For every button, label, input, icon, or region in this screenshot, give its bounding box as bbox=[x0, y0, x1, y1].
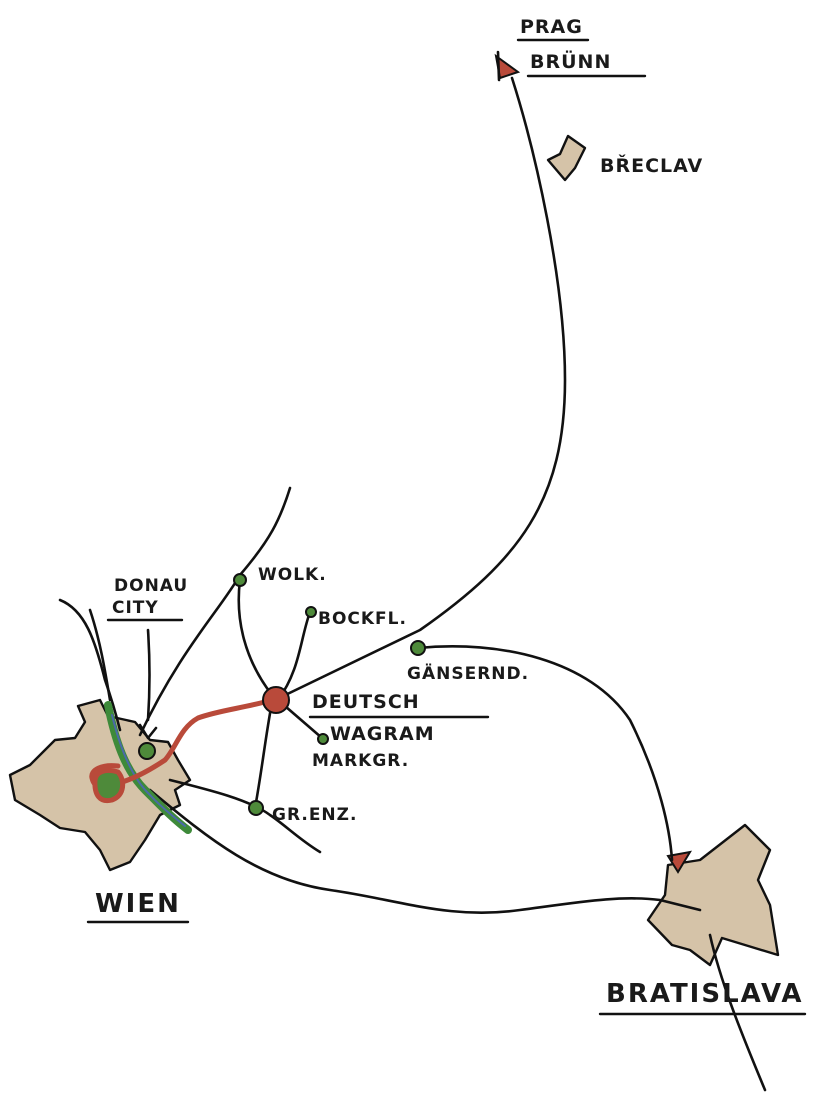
label-markgr: MARKGR. bbox=[312, 751, 409, 771]
label-gr-enz: GR.ENZ. bbox=[272, 805, 357, 825]
label-deutsch-wagram-line2: WAGRAM bbox=[330, 723, 435, 745]
road-gaenserndorf-bratislava bbox=[416, 645, 674, 862]
label-wien: WIEN bbox=[95, 889, 181, 919]
road-wien-bratislava bbox=[148, 788, 702, 914]
node-gaenserndorf bbox=[410, 640, 426, 656]
label-bratislava: BRATISLAVA bbox=[606, 979, 803, 1009]
road-bratislava-south bbox=[708, 933, 767, 1092]
label-wolk: WOLK. bbox=[258, 565, 327, 585]
bratislava-city-area bbox=[646, 823, 780, 967]
label-brunn: BRÜNN bbox=[530, 49, 611, 73]
label-breclav: BŘECLAV bbox=[600, 154, 703, 177]
node-donau-city bbox=[138, 742, 156, 760]
road-wolk-dw bbox=[237, 578, 274, 697]
road-brunn-bratislava bbox=[273, 76, 567, 702]
label-gaenserndorf: GÄNSERND. bbox=[407, 662, 529, 684]
label-deutsch-wagram-line1: DEUTSCH bbox=[312, 691, 420, 713]
breclav-marker bbox=[546, 134, 587, 182]
node-bockfl bbox=[305, 606, 317, 618]
label-donau-city-line1: DONAU bbox=[114, 576, 188, 596]
wien-center-ring bbox=[92, 767, 126, 804]
label-prag: PRAG bbox=[520, 16, 583, 38]
node-deutsch-wagram bbox=[262, 686, 290, 714]
red-route-wien-dw bbox=[89, 697, 275, 790]
bratislava-marker bbox=[666, 850, 692, 874]
brunn-marker-stroke bbox=[496, 50, 501, 82]
road-donau-city-line bbox=[146, 628, 151, 722]
road-wien-north-branch bbox=[88, 608, 112, 702]
node-markgr bbox=[317, 733, 329, 745]
label-donau-city-line2: CITY bbox=[112, 598, 159, 618]
road-wien-west-north bbox=[58, 598, 122, 732]
node-wolk bbox=[233, 573, 247, 587]
donau-city-arrow bbox=[138, 723, 158, 740]
road-dw-grenz bbox=[253, 700, 274, 810]
road-grenz-east bbox=[168, 778, 322, 854]
danube-river-blue bbox=[111, 714, 186, 827]
label-bockfl: BOCKFL. bbox=[318, 609, 407, 629]
node-gr-enz bbox=[248, 800, 264, 816]
